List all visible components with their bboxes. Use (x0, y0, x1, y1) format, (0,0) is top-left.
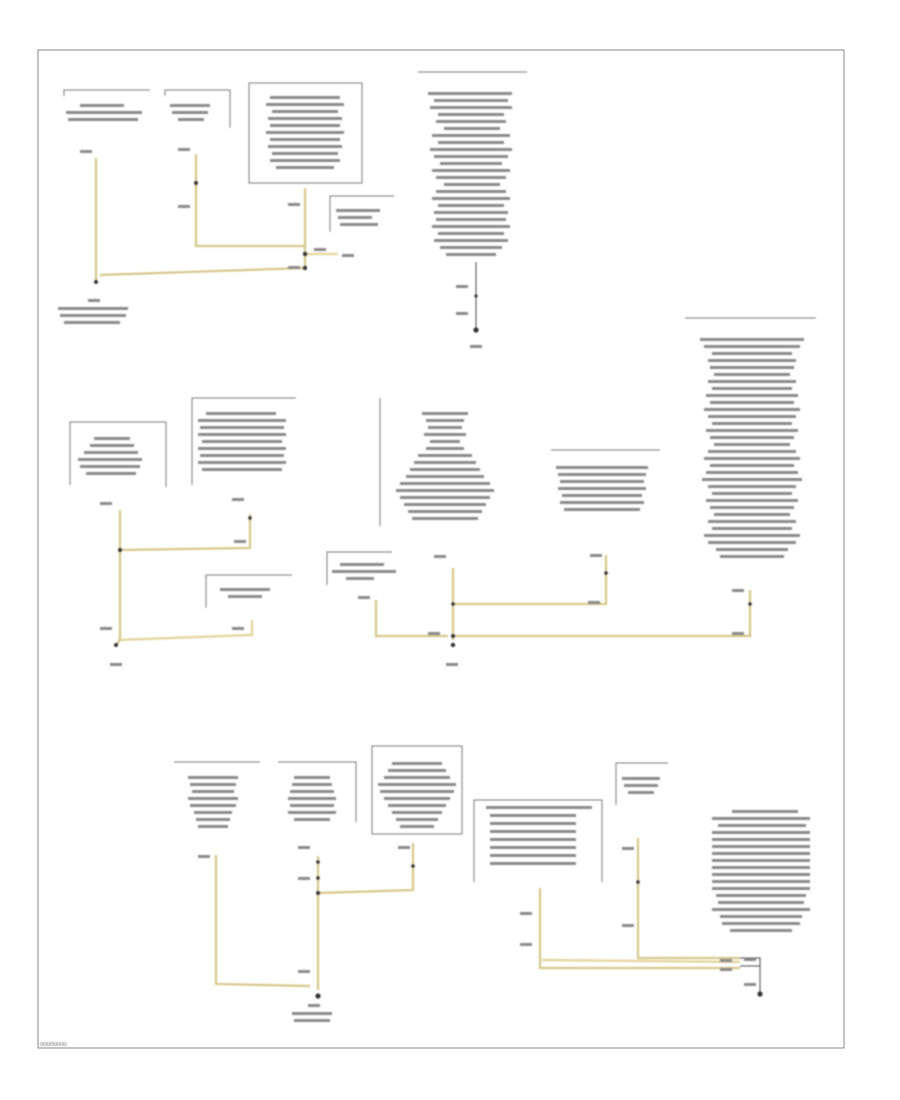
diagram-border (37, 49, 845, 1049)
component-labels-bottom (188, 762, 810, 1022)
component-bracket (615, 762, 668, 805)
splices-bottom (315, 860, 763, 999)
diagram-content (58, 71, 816, 1022)
component-bracket (329, 195, 394, 232)
component-box (371, 745, 463, 835)
wires-bottom-outline (215, 838, 740, 990)
component-box (248, 82, 363, 184)
wires-middle (115, 510, 752, 646)
splices-middle (114, 516, 752, 648)
splice-labels-middle (100, 498, 744, 666)
component-bracket (205, 574, 292, 608)
splice-labels-top (80, 148, 482, 348)
component-bracket (164, 89, 231, 128)
component-bracket (326, 551, 392, 585)
diagram-reference-code: 00000000 (40, 1042, 67, 1048)
component-bracket (473, 799, 603, 882)
component-bracket (278, 761, 357, 822)
component-bracket (191, 397, 296, 485)
wires-top-outline (95, 154, 306, 280)
component-labels-top (58, 92, 512, 324)
wires-top (94, 154, 338, 280)
component-bracket (63, 89, 150, 96)
component-bracket (69, 421, 167, 487)
splices-top (94, 181, 479, 333)
wires-middle-outline (115, 510, 751, 646)
component-labels-middle (78, 338, 804, 598)
ground-wire (740, 957, 761, 992)
splice-labels-bottom (198, 846, 756, 1007)
wires-bottom (214, 838, 741, 990)
